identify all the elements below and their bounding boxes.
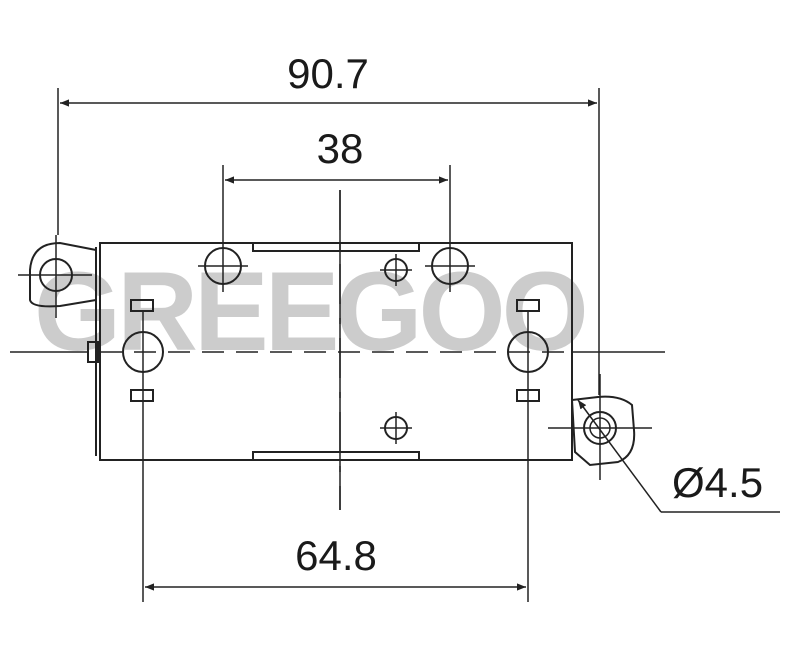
dimension-top-hole-spacing: 38 xyxy=(222,125,451,240)
overall-width-label: 90.7 xyxy=(287,50,369,97)
watermark-text: GREEGOO xyxy=(34,249,585,374)
hole-mid-right xyxy=(507,312,549,392)
top-hole-spacing-label: 38 xyxy=(317,125,364,172)
hole-right-ear xyxy=(548,374,652,480)
hole-top-left xyxy=(198,240,248,292)
centerlines xyxy=(10,190,665,510)
hole-small-top xyxy=(380,254,412,286)
bracket-outline xyxy=(29,241,636,467)
dimension-bottom-hole-spacing: 64.8 xyxy=(142,392,529,602)
hole-diameter-label: Ø4.5 xyxy=(672,459,763,506)
hole-top-right xyxy=(425,240,475,292)
holes xyxy=(18,235,652,480)
hole-small-bottom xyxy=(380,412,412,444)
watermark: GREEGOO xyxy=(34,249,589,374)
bottom-hole-spacing-label: 64.8 xyxy=(295,532,377,579)
hole-left-ear xyxy=(18,235,92,318)
dimension-overall-width: 90.7 xyxy=(57,50,600,395)
dimension-hole-diameter: Ø4.5 xyxy=(577,399,780,513)
hole-mid-left xyxy=(122,312,164,392)
